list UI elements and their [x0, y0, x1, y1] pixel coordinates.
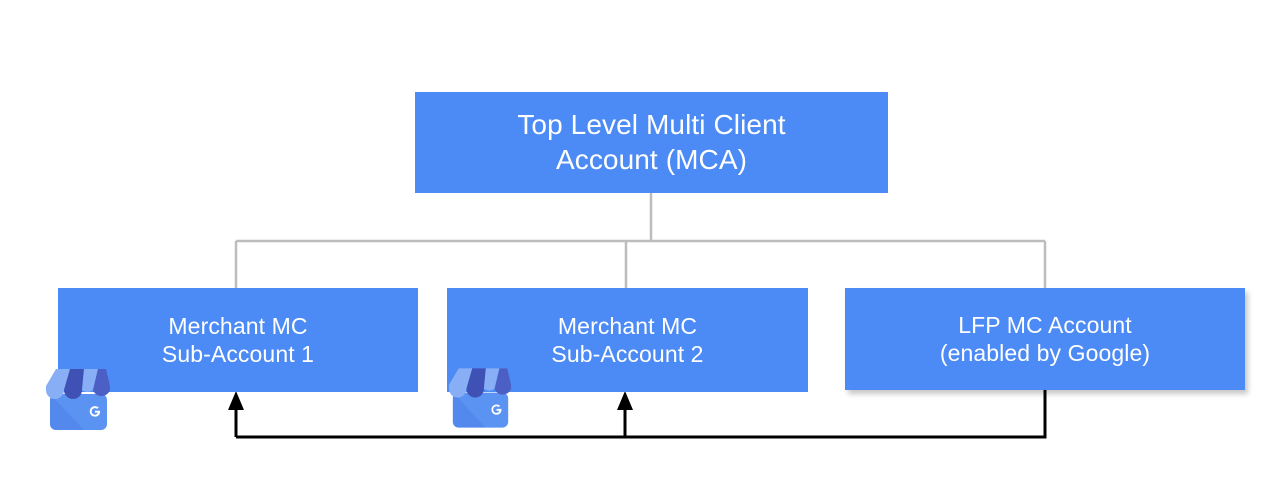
tree-connectors — [234, 193, 1047, 288]
google-business-profile-icon — [44, 368, 113, 430]
node-top-level-mca[interactable]: Top Level Multi Client Account (MCA) — [415, 92, 888, 193]
feedback-arrows — [234, 390, 1047, 439]
google-business-profile-icon — [447, 367, 514, 428]
feedback-arrowheads — [228, 391, 633, 410]
node-merchant-sub-account-1-label: Merchant MC Sub-Account 1 — [161, 312, 315, 367]
node-merchant-sub-account-2-label: Merchant MC Sub-Account 2 — [551, 312, 704, 367]
node-top-level-mca-label: Top Level Multi Client Account (MCA) — [517, 109, 786, 175]
storefront-icon-glyph — [448, 368, 512, 428]
storefront-icon-glyph — [46, 369, 110, 430]
feedback-from-lfp — [236, 390, 1047, 439]
arrowhead-sub1 — [228, 391, 244, 410]
node-lfp-mc-account-label: LFP MC Account (enabled by Google) — [939, 311, 1151, 366]
node-lfp-mc-account[interactable]: LFP MC Account (enabled by Google) — [845, 288, 1245, 390]
arrowhead-sub2 — [617, 391, 633, 410]
node-merchant-sub-account-1[interactable]: Merchant MC Sub-Account 1 — [58, 288, 418, 392]
